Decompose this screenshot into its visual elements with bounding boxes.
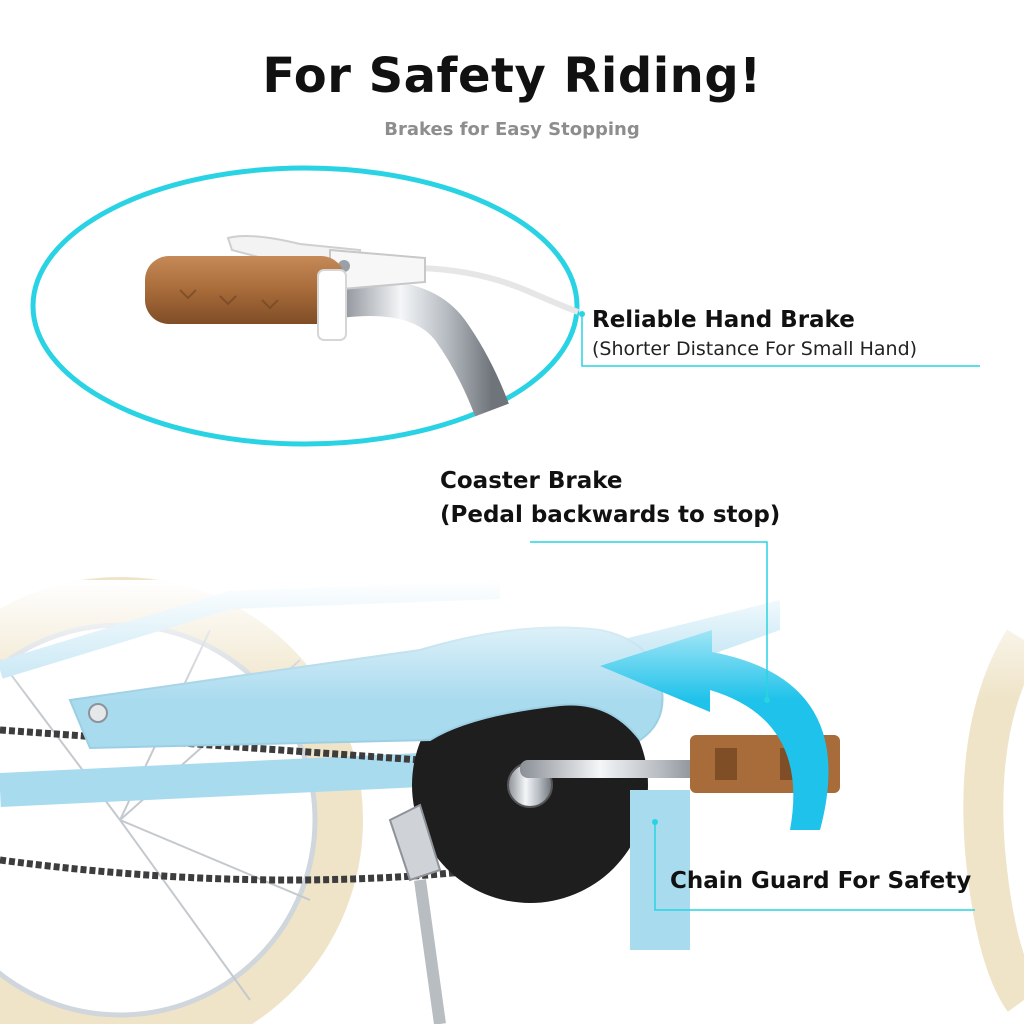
hand-brake-leader [581, 314, 980, 367]
grip-collar [317, 269, 347, 341]
handlebar-tube [337, 280, 509, 417]
hand-brake-subtitle: (Shorter Distance For Small Hand) [592, 338, 918, 360]
grip-stars [179, 289, 279, 310]
kickstand [388, 803, 442, 882]
brake-cable [419, 265, 580, 315]
hand-brake-zoom [30, 165, 980, 447]
crank-arm [520, 760, 720, 778]
pedal-slot-left [715, 748, 737, 780]
chain-guard-dot [652, 819, 658, 825]
page-subtitle: Brakes for Easy Stopping [384, 119, 640, 140]
fade-overlay [0, 580, 1024, 700]
chain-stay [0, 753, 421, 807]
page-title: For Safety Riding! [262, 48, 762, 104]
coaster-dot [764, 697, 770, 703]
handlebar-grip [145, 256, 345, 324]
coaster-brake-leader [530, 541, 768, 700]
kickstand-leg [414, 879, 446, 1024]
guard-lower [630, 790, 690, 950]
chain-guard-leader [654, 822, 975, 911]
coaster-brake-subtitle: (Pedal backwards to stop) [440, 502, 781, 528]
bike-lower [0, 577, 1024, 1024]
guard-bolt [88, 703, 108, 723]
chain-guard-title: Chain Guard For Safety [670, 868, 972, 894]
coaster-brake-title: Coaster Brake [440, 468, 623, 494]
hand-brake-title: Reliable Hand Brake [592, 307, 855, 333]
